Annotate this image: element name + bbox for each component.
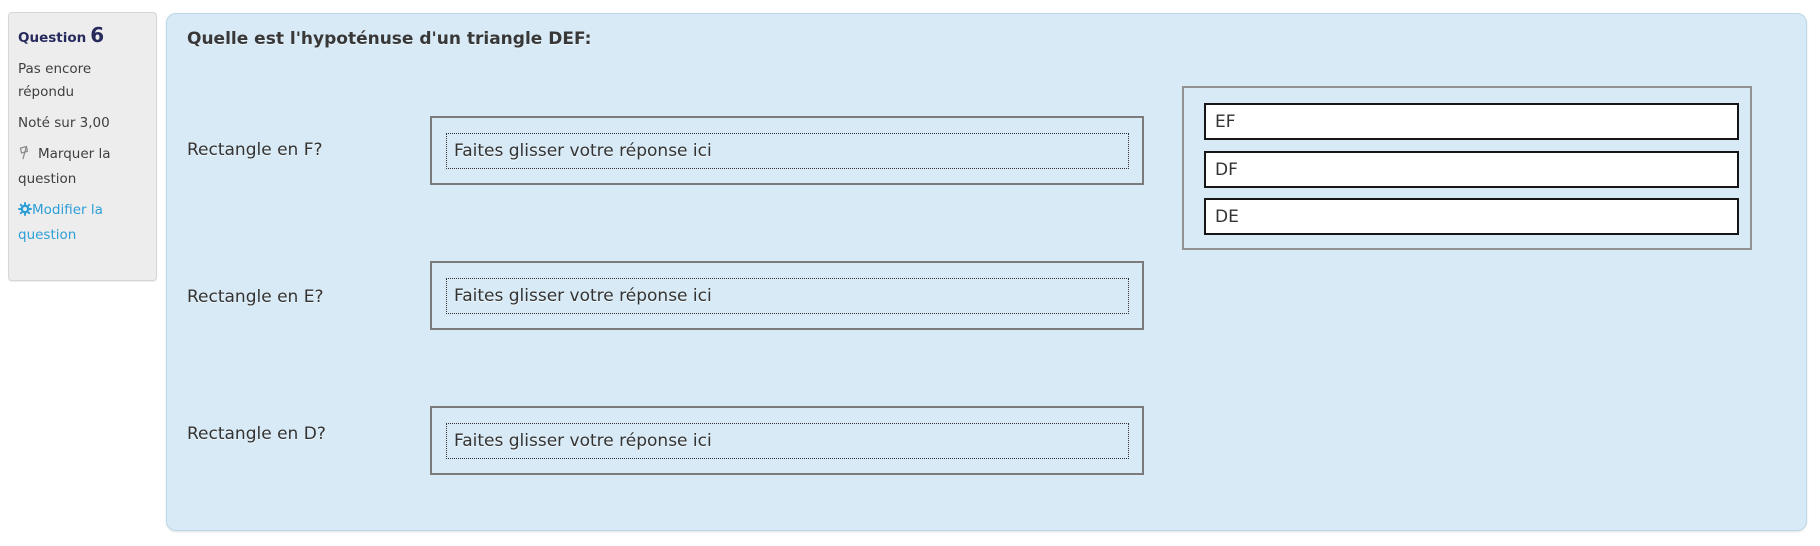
- row-label-rectangle-f: Rectangle en F?: [187, 140, 323, 160]
- question-header-label: Question: [18, 30, 87, 46]
- drop-zone-rectangle-d[interactable]: Faites glisser votre réponse ici: [430, 406, 1144, 475]
- edit-question-link[interactable]: Modifier la question: [18, 199, 147, 247]
- answer-choices-box: EF DF DE: [1182, 86, 1752, 250]
- question-number: 6: [90, 23, 105, 47]
- question-prompt: Quelle est l'hypoténuse d'un triangle DE…: [187, 29, 592, 49]
- drop-zone-placeholder[interactable]: Faites glisser votre réponse ici: [446, 423, 1129, 459]
- drop-zone-rectangle-e[interactable]: Faites glisser votre réponse ici: [430, 261, 1144, 330]
- drag-choice-ef[interactable]: EF: [1204, 103, 1739, 140]
- drop-zone-rectangle-f[interactable]: Faites glisser votre réponse ici: [430, 116, 1144, 185]
- drag-choice-de[interactable]: DE: [1204, 198, 1739, 235]
- drop-zone-placeholder[interactable]: Faites glisser votre réponse ici: [446, 278, 1129, 314]
- question-panel: Quelle est l'hypoténuse d'un triangle DE…: [166, 13, 1807, 531]
- flag-question-link[interactable]: Marquer la question: [18, 143, 147, 191]
- drag-choice-df[interactable]: DF: [1204, 151, 1739, 188]
- row-label-rectangle-d: Rectangle en D?: [187, 424, 326, 444]
- gear-icon: [18, 201, 32, 224]
- flag-question-label: Marquer la question: [18, 146, 111, 187]
- question-status: Pas encore répondu: [18, 61, 92, 100]
- row-label-rectangle-e: Rectangle en E?: [187, 287, 324, 307]
- flag-icon: [18, 145, 33, 168]
- question-grade: Noté sur 3,00: [18, 115, 110, 131]
- edit-question-label: Modifier la question: [18, 202, 103, 243]
- drop-zone-placeholder[interactable]: Faites glisser votre réponse ici: [446, 133, 1129, 169]
